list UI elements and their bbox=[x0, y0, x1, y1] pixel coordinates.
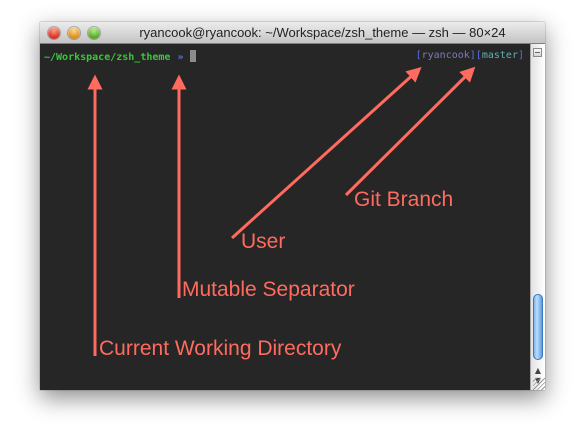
prompt-separator: » bbox=[177, 52, 184, 63]
prompt-left: ~/Workspace/zsh_theme » bbox=[44, 50, 197, 63]
bracket-open-branch: [ bbox=[475, 50, 482, 61]
prompt-git-branch: master bbox=[481, 50, 518, 61]
prompt-right: [ryancook][master] bbox=[416, 50, 524, 61]
prompt-cwd: ~/Workspace/zsh_theme bbox=[44, 52, 171, 63]
resize-grip-icon[interactable] bbox=[533, 378, 545, 390]
bracket-close-branch: ] bbox=[517, 50, 524, 61]
text-cursor bbox=[190, 50, 197, 62]
user-annotation-label: User bbox=[241, 230, 286, 253]
window-title: ryancook@ryancook: ~/Workspace/zsh_theme… bbox=[139, 25, 506, 40]
vertical-scrollbar[interactable]: ▲ ▼ bbox=[530, 44, 545, 390]
scrollbar-thumb[interactable] bbox=[533, 294, 543, 360]
cwd-annotation-label: Current Working Directory bbox=[99, 337, 342, 360]
split-pane-icon[interactable] bbox=[533, 48, 542, 57]
bracket-close: ] bbox=[469, 50, 476, 61]
title-bar[interactable]: ryancook@ryancook: ~/Workspace/zsh_theme… bbox=[40, 22, 545, 44]
minimize-window-button[interactable] bbox=[68, 27, 80, 39]
scroll-up-icon[interactable]: ▲ bbox=[534, 366, 542, 375]
zoom-window-button[interactable] bbox=[88, 27, 100, 39]
separator-annotation-label: Mutable Separator bbox=[182, 278, 355, 301]
terminal-window: ryancook@ryancook: ~/Workspace/zsh_theme… bbox=[40, 22, 545, 390]
close-window-button[interactable] bbox=[48, 27, 60, 39]
bracket-open: [ bbox=[415, 50, 422, 61]
prompt-user: ryancook bbox=[421, 50, 470, 61]
branch-annotation-label: Git Branch bbox=[354, 188, 454, 211]
